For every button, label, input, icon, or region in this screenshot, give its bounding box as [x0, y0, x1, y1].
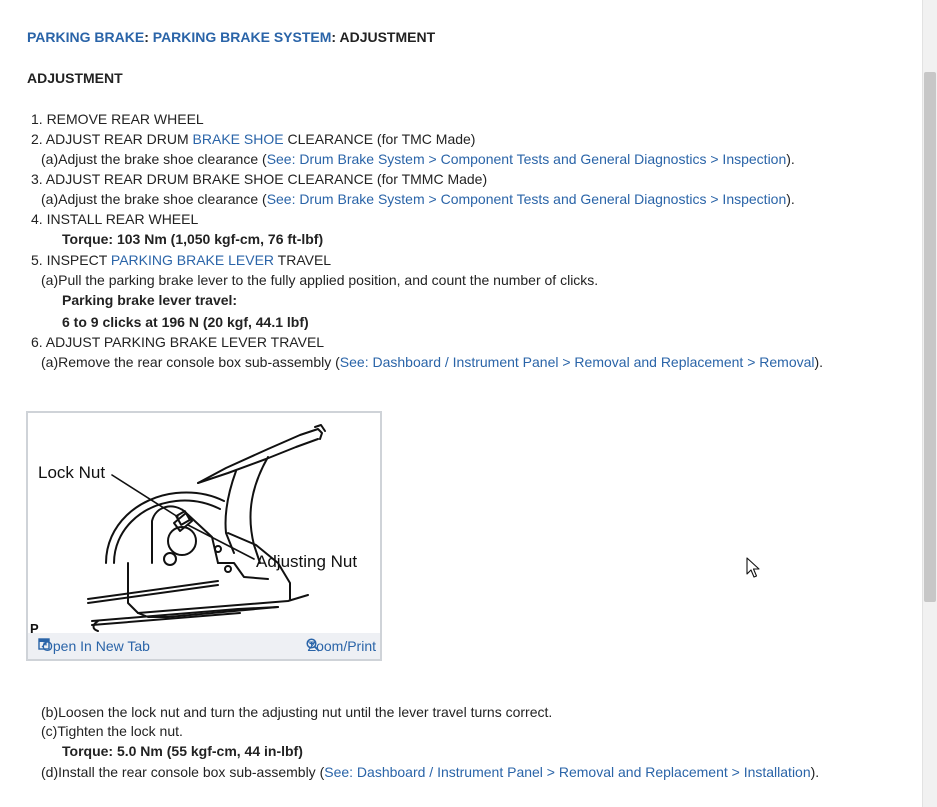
step-6b: (b)Loosen the lock nut and turn the adju… — [41, 704, 553, 720]
step-6d-text: (d)Install the rear console box sub-asse… — [41, 764, 325, 780]
console-installation-link[interactable]: See: Dashboard / Instrument Panel > Remo… — [324, 764, 811, 780]
step-2: 2. ADJUST REAR DRUM BRAKE SHOE CLEARANCE… — [31, 130, 475, 148]
step-6: 6. ADJUST PARKING BRAKE LEVER TRAVEL — [31, 334, 325, 350]
breadcrumb: PARKING BRAKE: PARKING BRAKE SYSTEM: ADJ… — [27, 29, 435, 45]
breadcrumb-parking-brake-system-link[interactable]: PARKING BRAKE SYSTEM — [152, 29, 332, 45]
lever-travel-spec-title: Parking brake lever travel: — [62, 292, 238, 308]
zoom-print-button[interactable]: Zoom/Print — [305, 638, 376, 654]
breadcrumb-separator: : — [144, 29, 153, 45]
step-6d: (d)Install the rear console box sub-asse… — [41, 763, 819, 781]
step-6d-text-end: ). — [810, 764, 820, 780]
step-5-text: 5. INSPECT — [31, 252, 111, 268]
lock-nut-label: Lock Nut — [38, 463, 106, 482]
step-6c: (c)Tighten the lock nut. — [41, 723, 183, 739]
parking-brake-diagram — [87, 424, 326, 632]
open-in-new-tab-label: Open In New Tab — [42, 638, 150, 654]
step-2-text: 2. ADJUST REAR DRUM — [31, 131, 193, 147]
step-6a-text-end: ). — [814, 354, 824, 370]
vertical-scrollbar[interactable] — [922, 0, 937, 807]
step-4-torque: Torque: 103 Nm (1,050 kgf-cm, 76 ft-lbf) — [62, 231, 324, 247]
step-1: 1. REMOVE REAR WHEEL — [31, 111, 204, 127]
scrollbar-thumb[interactable] — [924, 72, 936, 602]
breadcrumb-separator: : — [331, 29, 340, 45]
step-2a-text: (a)Adjust the brake shoe clearance ( — [41, 151, 267, 167]
drum-brake-inspection-link-2[interactable]: See: Drum Brake System > Component Tests… — [266, 191, 787, 207]
drum-brake-inspection-link[interactable]: See: Drum Brake System > Component Tests… — [266, 151, 787, 167]
lever-travel-spec-value: 6 to 9 clicks at 196 N (20 kgf, 44.1 lbf… — [62, 314, 309, 330]
step-3a: (a)Adjust the brake shoe clearance (See:… — [41, 190, 795, 208]
diagram-figure: Lock Nut Adjusting Nut P Open In New Tab — [26, 411, 382, 661]
step-6a-text: (a)Remove the rear console box sub-assem… — [41, 354, 340, 370]
open-in-new-tab-button[interactable]: Open In New Tab — [38, 638, 150, 654]
figure-toolbar: Open In New Tab Zoom/Print — [28, 633, 380, 659]
zoom-print-label: Zoom/Print — [307, 638, 376, 654]
step-2a-text-end: ). — [786, 151, 795, 167]
step-5: 5. INSPECT PARKING BRAKE LEVER TRAVEL — [31, 251, 331, 269]
step-4: 4. INSTALL REAR WHEEL — [31, 211, 199, 227]
step-5-text-end: TRAVEL — [274, 252, 332, 268]
parking-brake-lever-link[interactable]: PARKING BRAKE LEVER — [110, 252, 275, 268]
figure-corner-mark: P — [30, 621, 39, 636]
console-removal-link[interactable]: See: Dashboard / Instrument Panel > Remo… — [339, 354, 815, 370]
adjusting-nut-label: Adjusting Nut — [256, 552, 358, 571]
breadcrumb-parking-brake-link[interactable]: PARKING BRAKE — [27, 29, 145, 45]
step-3: 3. ADJUST REAR DRUM BRAKE SHOE CLEARANCE… — [31, 171, 488, 187]
step-3a-text-end: ). — [786, 191, 795, 207]
step-2a: (a)Adjust the brake shoe clearance (See:… — [41, 150, 795, 168]
step-6a: (a)Remove the rear console box sub-assem… — [41, 353, 823, 371]
brake-shoe-link[interactable]: BRAKE SHOE — [192, 131, 284, 147]
breadcrumb-current: ADJUSTMENT — [339, 29, 436, 45]
mouse-pointer-icon — [746, 557, 760, 582]
step-5a: (a)Pull the parking brake lever to the f… — [41, 272, 599, 288]
section-title: ADJUSTMENT — [27, 70, 123, 86]
step-3a-text: (a)Adjust the brake shoe clearance ( — [41, 191, 267, 207]
step-6c-torque: Torque: 5.0 Nm (55 kgf-cm, 44 in-lbf) — [62, 743, 303, 759]
step-2-text-end: CLEARANCE (for TMC Made) — [283, 131, 476, 147]
